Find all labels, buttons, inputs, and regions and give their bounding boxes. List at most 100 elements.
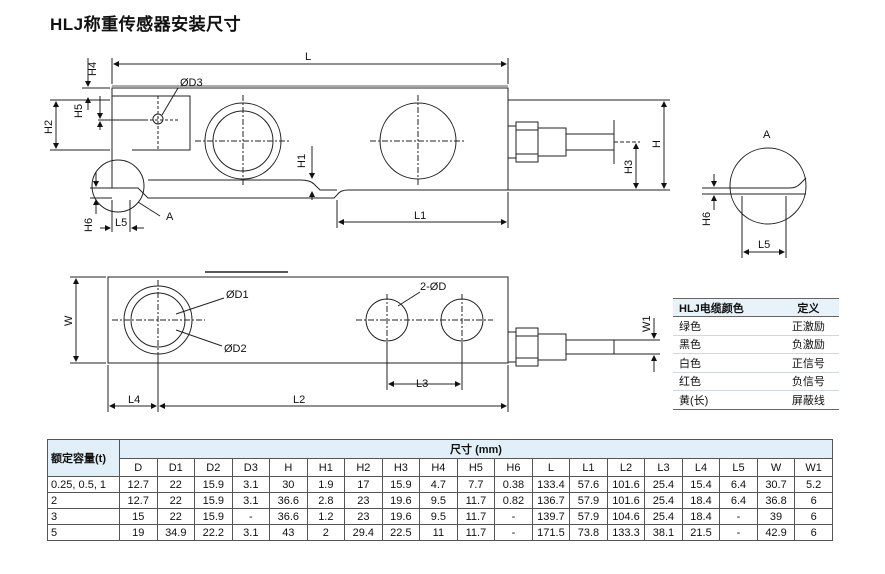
value-cell: 139.7 [531, 508, 571, 525]
cable-header-def: 定义 [777, 298, 839, 317]
value-cell: 30.7 [756, 476, 796, 493]
value-cell: 36.8 [756, 492, 796, 509]
table-row: 白色 正信号 [673, 353, 839, 373]
value-cell: 0.82 [494, 492, 533, 509]
dim-H4: H4 [87, 62, 99, 76]
column-header: H4 [419, 458, 458, 477]
value-cell: 2 [306, 524, 346, 541]
column-header: L2 [606, 458, 646, 477]
value-cell: 30 [269, 476, 308, 493]
value-cell: 18.4 [681, 508, 721, 525]
detail-L5: L5 [758, 239, 770, 251]
dim-H3: H3 [623, 160, 635, 174]
value-cell: - [231, 508, 271, 525]
value-cell: 19.6 [381, 508, 421, 525]
column-header: H6 [494, 458, 533, 477]
value-cell: 23 [344, 492, 383, 509]
value-cell: 22 [156, 508, 196, 525]
size-header: 尺寸 (mm) [119, 439, 833, 459]
value-cell: 101.6 [606, 476, 646, 493]
column-header: L5 [719, 458, 758, 477]
dim-H5: H5 [73, 104, 85, 118]
value-cell: 6.4 [719, 476, 758, 493]
value-cell: 6 [794, 508, 833, 525]
value-cell: 42.9 [756, 524, 796, 541]
capacity-cell: 3 [47, 508, 120, 525]
value-cell: 22.5 [381, 524, 421, 541]
detail-H6: H6 [701, 212, 713, 226]
value-cell: 3.1 [231, 476, 271, 493]
capacity-header: 额定容量(t) [47, 439, 120, 477]
value-cell: 12.7 [119, 476, 158, 493]
value-cell: 136.7 [531, 492, 571, 509]
value-cell: 3.1 [231, 492, 271, 509]
value-cell: 4.7 [419, 476, 458, 493]
value-cell: 104.6 [606, 508, 646, 525]
column-header: W [756, 458, 796, 477]
dim-D3: ØD3 [180, 77, 203, 89]
table-row: 绿色 正激励 [673, 316, 839, 336]
page-title: HLJ称重传感器安装尺寸 [50, 15, 242, 34]
column-header: L4 [681, 458, 721, 477]
detail-A-label: A [763, 129, 771, 141]
value-cell: 15.9 [194, 492, 233, 509]
value-cell: 25.4 [644, 492, 683, 509]
value-cell: 9.5 [419, 508, 458, 525]
value-cell: 39 [756, 508, 796, 525]
value-cell: 0.38 [494, 476, 533, 493]
value-cell: 133.3 [606, 524, 646, 541]
dim-L: L [305, 51, 311, 63]
value-cell: 19.6 [381, 492, 421, 509]
cable-color-table: HLJ电缆颜色 定义 绿色 正激励 黑色 负激励 白色 正信号 红色 负信号 黄… [673, 298, 839, 410]
cable-color: 黑色 [673, 335, 778, 354]
value-cell: 5.2 [794, 476, 833, 493]
value-cell: 7.7 [456, 476, 496, 493]
value-cell: 1.2 [306, 508, 346, 525]
column-header: D1 [156, 458, 196, 477]
value-cell: 15.9 [381, 476, 421, 493]
cable-color: 绿色 [673, 316, 778, 336]
dim-D2: ØD2 [224, 343, 247, 355]
value-cell: 19 [119, 524, 158, 541]
value-cell: 38.1 [644, 524, 683, 541]
column-header: L1 [569, 458, 608, 477]
cable-color: 黄(长) [673, 390, 778, 410]
value-cell: 11.7 [456, 492, 496, 509]
value-cell: - [494, 508, 533, 525]
value-cell: 2.8 [306, 492, 346, 509]
column-header: H1 [306, 458, 346, 477]
value-cell: 171.5 [531, 524, 571, 541]
value-cell: 57.9 [569, 492, 608, 509]
value-cell: 23 [344, 508, 383, 525]
value-cell: 29.4 [344, 524, 383, 541]
value-cell: 57.9 [569, 508, 608, 525]
cable-def: 负激励 [777, 335, 839, 354]
column-header: D [119, 458, 158, 477]
value-cell: 73.8 [569, 524, 608, 541]
value-cell: 36.6 [269, 508, 308, 525]
value-cell: 15.4 [681, 476, 721, 493]
value-cell: - [719, 524, 758, 541]
cable-color: 红色 [673, 372, 778, 391]
cable-header-color: HLJ电缆颜色 [673, 298, 778, 317]
value-cell: 11.7 [456, 508, 496, 525]
value-cell: 22 [156, 476, 196, 493]
value-cell: 21.5 [681, 524, 721, 541]
value-cell: 11.7 [456, 524, 496, 541]
value-cell: 6 [794, 492, 833, 509]
column-header: D3 [231, 458, 271, 477]
value-cell: 133.4 [531, 476, 571, 493]
value-cell: 25.4 [644, 508, 683, 525]
value-cell: 17 [344, 476, 383, 493]
column-header: H2 [344, 458, 383, 477]
dim-D: 2-ØD [420, 281, 446, 293]
value-cell: 1.9 [306, 476, 346, 493]
value-cell: 25.4 [644, 476, 683, 493]
dim-L4: L4 [128, 394, 140, 406]
dim-L5: L5 [115, 217, 127, 229]
cable-def: 屏蔽线 [777, 390, 839, 410]
